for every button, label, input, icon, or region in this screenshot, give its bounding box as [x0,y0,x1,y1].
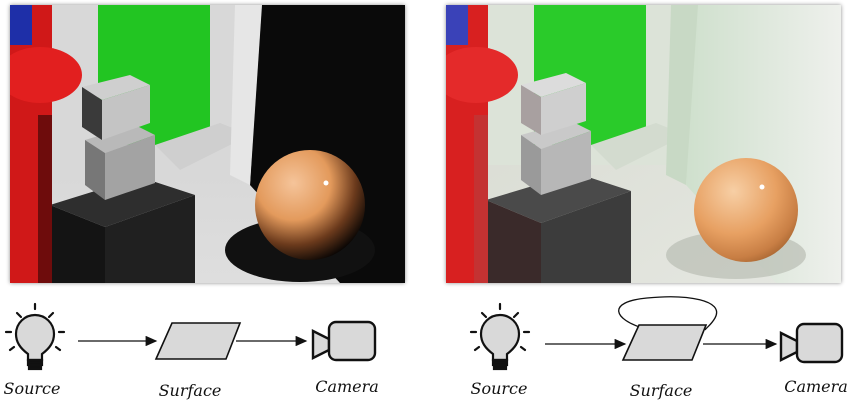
video-camera-icon [311,320,377,362]
interreflection-loop [618,296,718,331]
surface-parallelogram [621,324,708,361]
light-path-diagram-direct: Source Surface Camera [0,292,425,400]
label-camera: Camera [784,377,848,396]
label-source: Source [3,379,61,398]
label-source: Source [470,379,528,398]
orange-sphere [694,158,798,262]
surface-parallelogram [154,322,242,360]
orange-sphere [255,150,365,260]
label-surface: Surface [629,381,693,400]
light-bulb-icon [4,302,66,371]
video-camera-icon [779,322,844,364]
label-surface: Surface [158,381,222,400]
light-path-diagram-global: Source Surface Camera [425,292,850,400]
light-bulb-icon [469,302,531,371]
render-global-illumination [446,5,841,283]
render-direct-lighting [10,5,405,283]
label-camera: Camera [315,377,379,396]
